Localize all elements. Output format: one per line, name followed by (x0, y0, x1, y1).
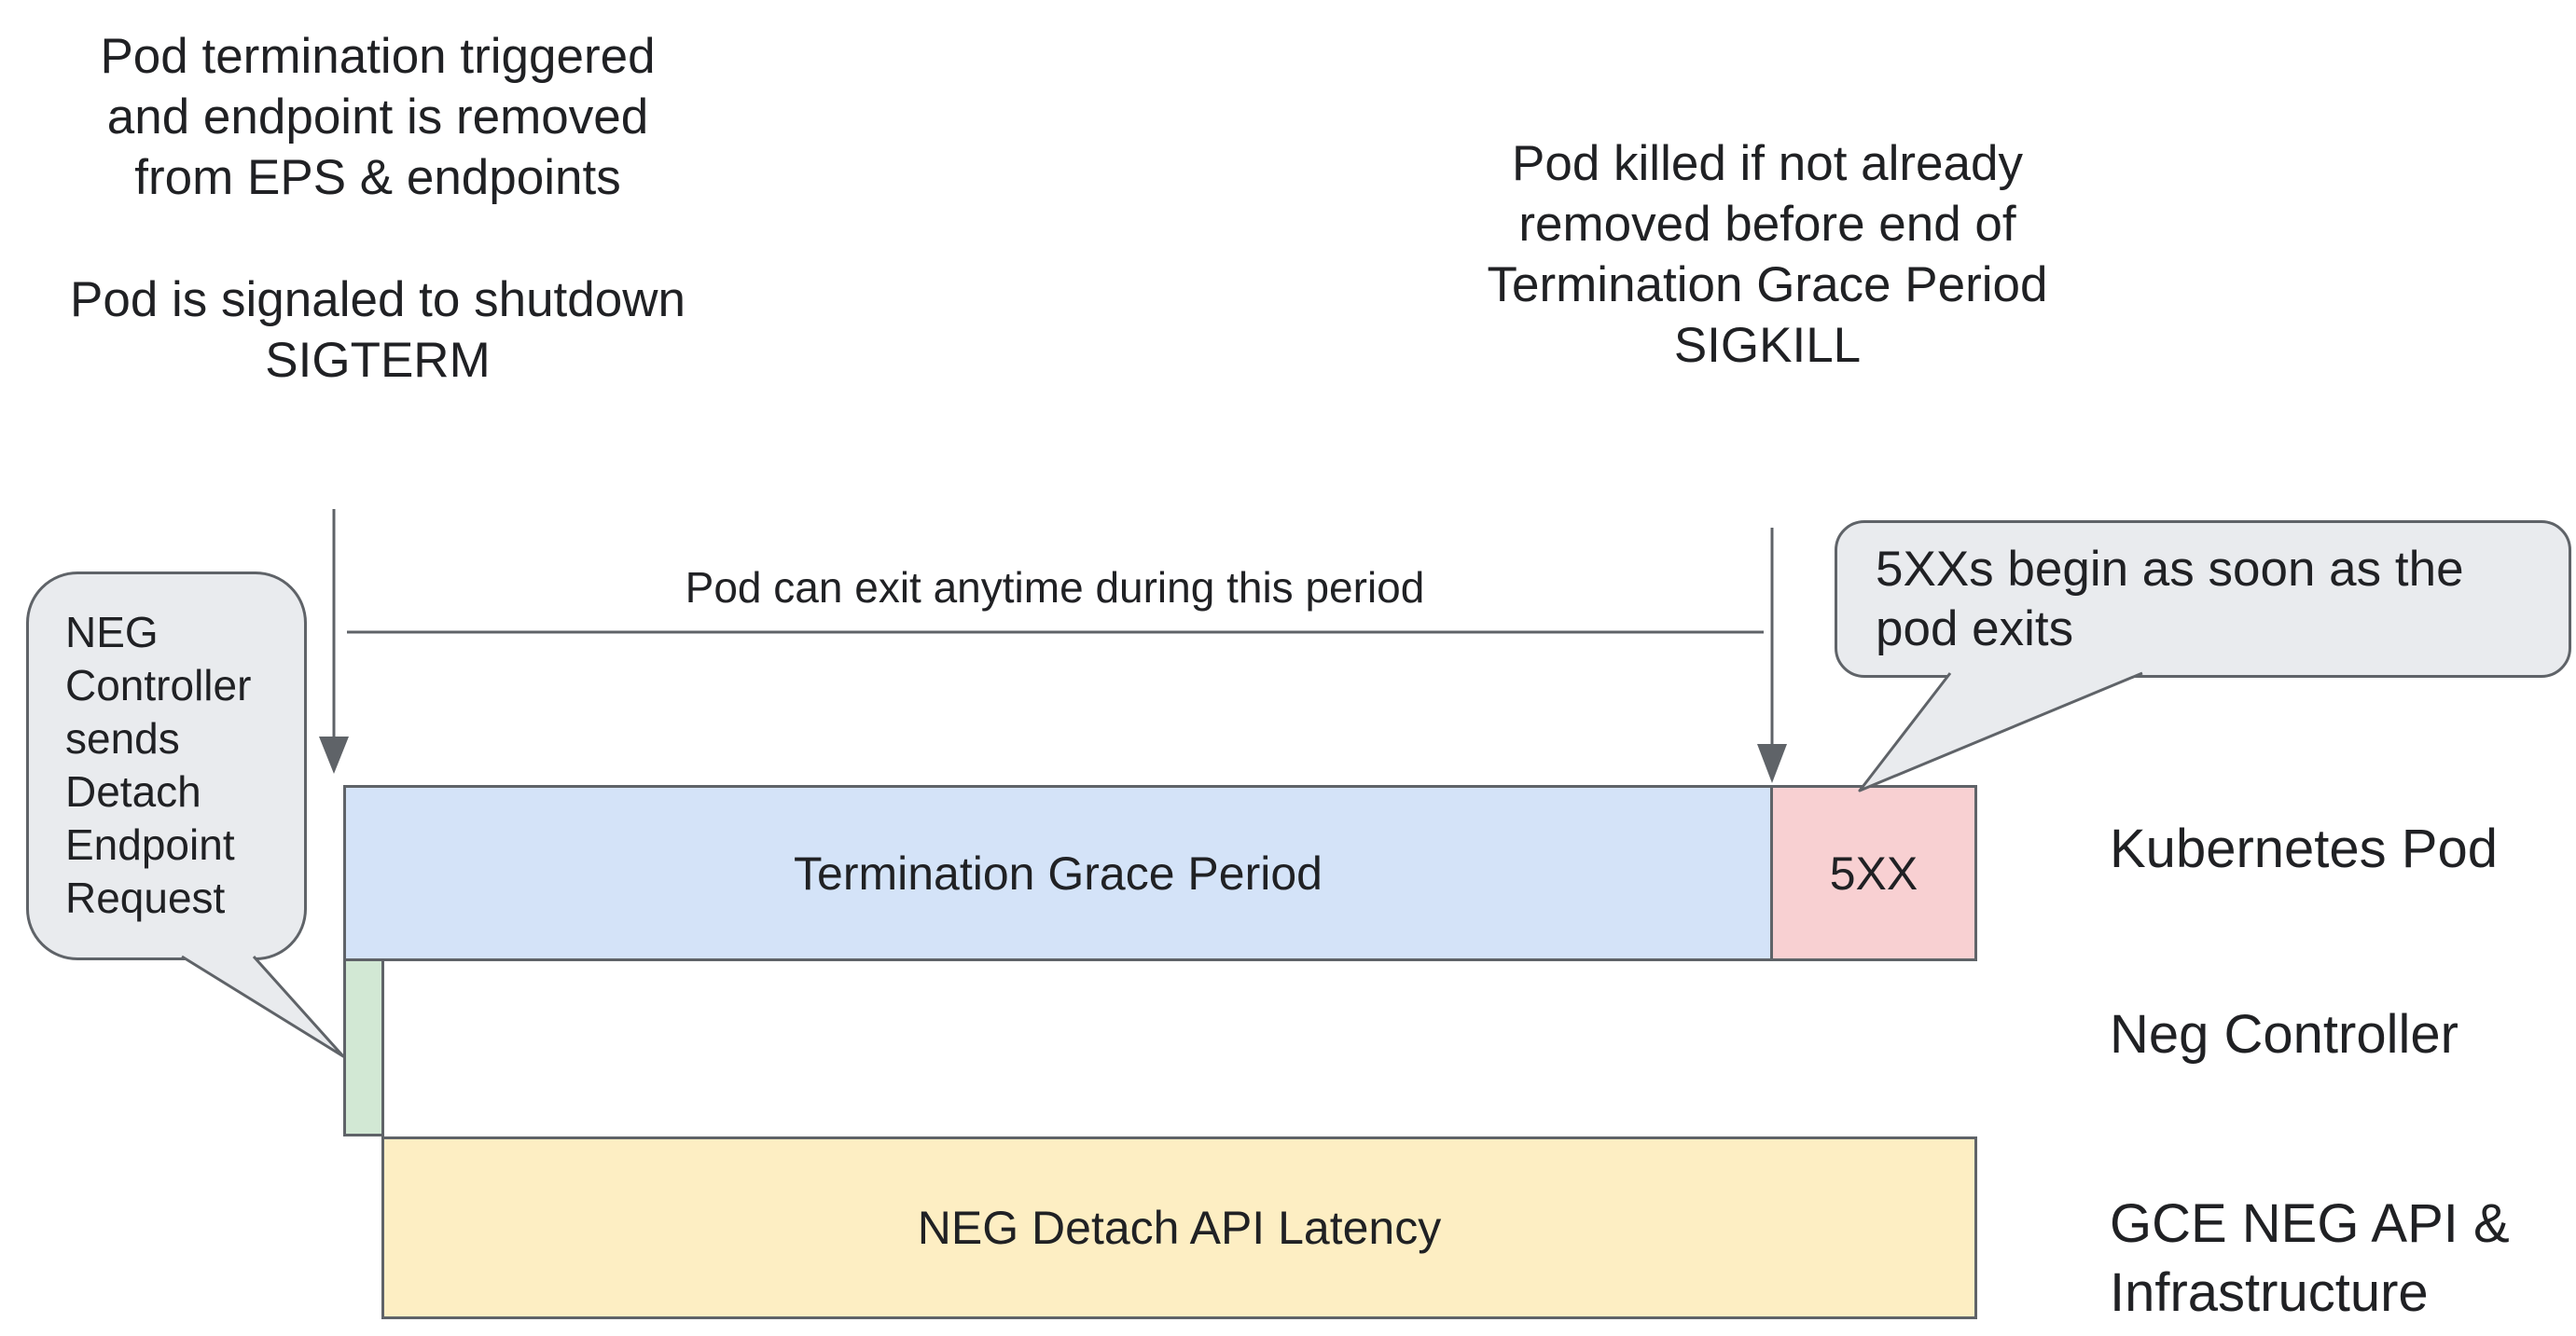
neg-detach-bar-label: NEG Detach API Latency (917, 1202, 1442, 1254)
neg-detach-latency-bar: NEG Detach API Latency (381, 1136, 1977, 1319)
termination-grace-period-bar: Termination Grace Period (343, 785, 1773, 961)
right-bubble-tail (1858, 671, 2143, 792)
note-line: from EPS & endpoints (134, 150, 621, 205)
neg-controller-bubble: NEG Controller sends Detach Endpoint Req… (26, 572, 307, 960)
note-line: Pod killed if not already (1512, 136, 2023, 191)
bubble-line: pod exits (1876, 601, 2074, 656)
left-bubble-tail (181, 955, 345, 1058)
sigkill-arrow-down-icon (1757, 528, 1787, 783)
bubble-line: Endpoint (65, 820, 235, 869)
neg-detach-request-bar (343, 958, 384, 1136)
pod-killed-note: Pod killed if not already removed before… (1441, 133, 2094, 376)
grace-period-bar-label: Termination Grace Period (794, 847, 1323, 900)
period-label: Pod can exit anytime during this period (685, 563, 1425, 612)
note-line: Pod termination triggered (100, 29, 656, 84)
row-label-kubernetes-pod: Kubernetes Pod (2110, 819, 2498, 879)
bubble-line: Controller (65, 661, 252, 709)
note-line: Termination Grace Period (1487, 257, 2048, 312)
note-line: and endpoint is removed (106, 90, 649, 145)
note-line: SIGTERM (265, 333, 491, 388)
bubble-line: NEG (65, 608, 159, 656)
note-line: removed before end of (1518, 197, 2016, 252)
bubble-line: sends (65, 714, 180, 763)
bubble-line: 5XXs begin as soon as the (1876, 542, 2464, 597)
sigterm-arrow-down-icon (319, 509, 349, 774)
row-label-line: Infrastructure (2110, 1262, 2429, 1323)
note-line: SIGKILL (1673, 318, 1862, 373)
note-line: Pod is signaled to shutdown (70, 272, 686, 327)
five-xx-bubble: 5XXs begin as soon as the pod exits (1835, 520, 2571, 678)
row-label-line: GCE NEG API & (2110, 1193, 2510, 1254)
pod-termination-note: Pod termination triggered and endpoint i… (70, 26, 686, 391)
five-xx-bar: 5XX (1770, 785, 1977, 961)
five-xx-bar-label: 5XX (1829, 847, 1918, 900)
row-label-gce-neg-api: GCE NEG API & Infrastructure (2110, 1190, 2510, 1328)
row-label-neg-controller: Neg Controller (2110, 1004, 2458, 1065)
bubble-line: Detach (65, 767, 201, 816)
bubble-line: Request (65, 874, 226, 922)
